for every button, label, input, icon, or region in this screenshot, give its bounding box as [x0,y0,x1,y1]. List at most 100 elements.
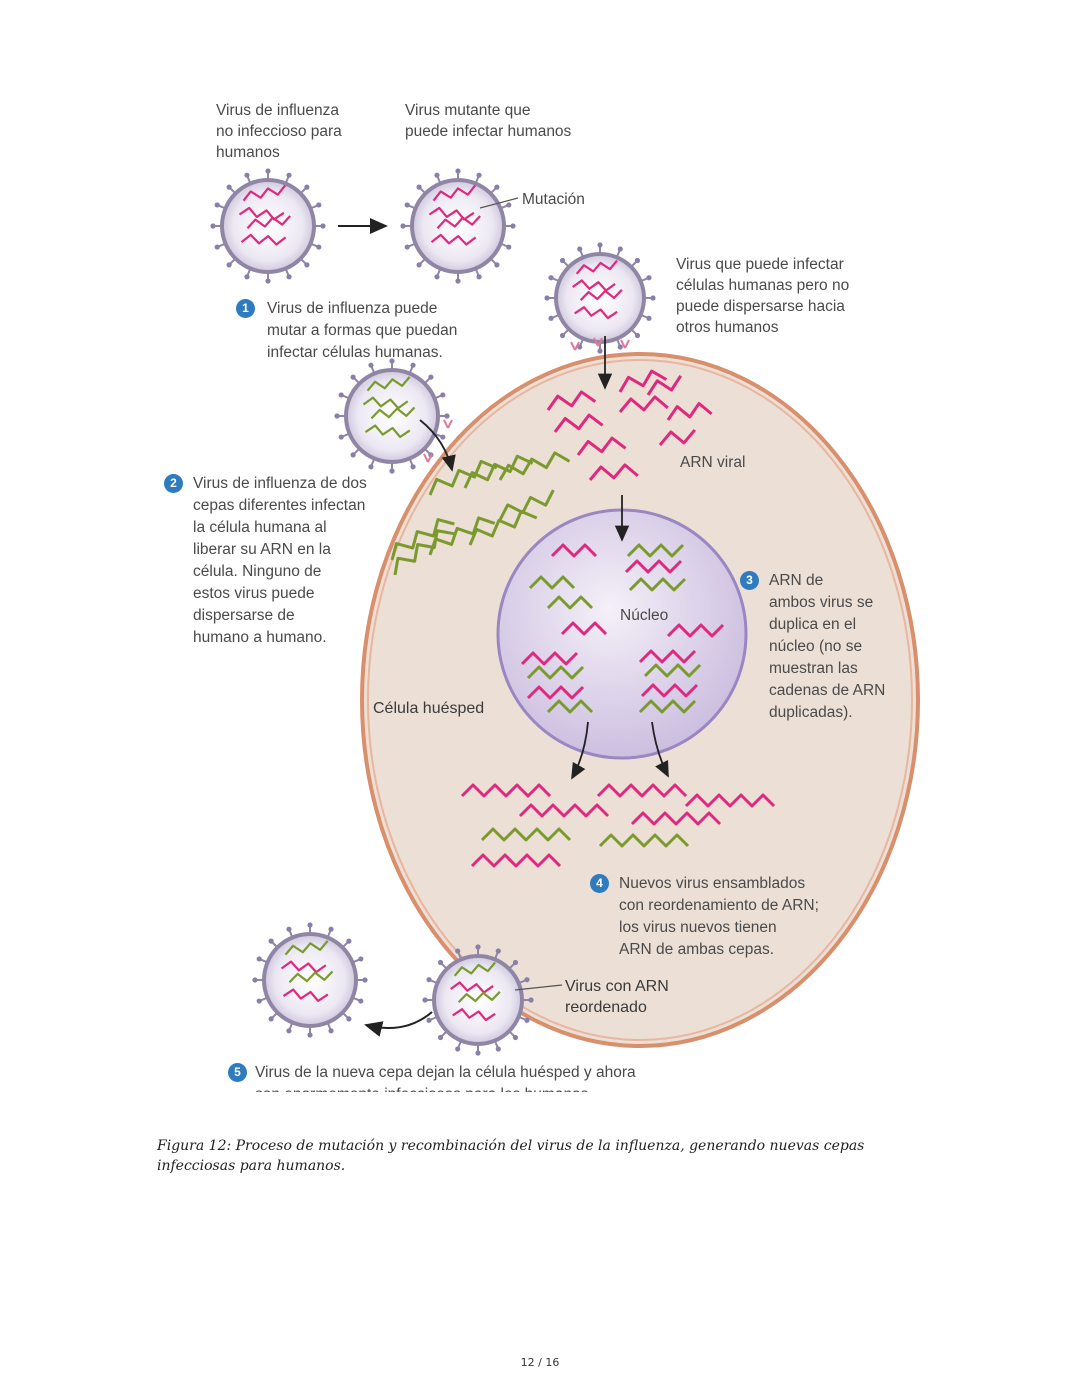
step-3: 3 ARN de ambos virus se duplica en el nú… [740,570,885,724]
rna-strand [598,833,690,848]
virus-reassorted [422,944,534,1056]
step-1-badge: 1 [236,299,255,318]
step-1-text: Virus de influenza puede mutar a formas … [267,300,458,361]
rna-strand [390,518,455,561]
rna-strand [596,783,688,798]
virus-rna [238,206,285,221]
step-3-text: ARN de ambos virus se duplica en el núcl… [769,572,886,721]
rna-strand [498,489,555,521]
step-2-badge: 2 [164,474,183,493]
step-5: 5 Virus de la nueva cepa dejan la célula… [228,1062,636,1092]
virus-rna [282,988,329,1003]
virus-green-strain [334,358,450,474]
rna-strand [576,436,627,456]
label-viral-rna: ARN viral [680,454,746,471]
virus-mutant [400,168,516,284]
rna-strand [463,454,534,489]
step-1: 1 Virus de influenza puede mutar a forma… [236,298,457,364]
step-3-badge: 3 [740,571,759,590]
virus-rna [364,424,411,439]
rna-strand [630,811,722,826]
rna-strand [546,699,594,714]
influenza-reassortment-diagram [210,168,920,1056]
rna-strand [684,793,776,808]
virus-rna [457,991,501,1003]
step-5-badge: 5 [228,1063,247,1082]
virus-rna [452,1008,496,1022]
mutation-pointer [479,197,519,209]
rna-strand [526,685,585,700]
rna-strand [393,529,455,576]
virus-rna [288,970,334,984]
rna-strand [498,451,571,481]
rna-strand [628,577,687,592]
label-host-cell: Célula huésped [373,700,485,717]
figure-caption: Figura 12: Proceso de mutación y recombi… [157,1138,865,1174]
rna-strand [624,559,683,574]
exit-arrow [364,1011,433,1037]
virus-infects-no-spread [544,242,656,354]
rna-strand [518,803,610,818]
virus-rna [574,306,618,320]
step-5-text: Virus de la nueva cepa dejan la célula h… [255,1064,636,1092]
rna-strand [643,663,702,678]
rna-strand [666,623,725,638]
rna-strand [646,374,682,396]
virus-new-strain-released [252,922,368,1038]
virus-rna [575,259,618,275]
rna-strand [546,390,597,411]
virus-rna [572,279,616,292]
virus-rna [280,960,327,974]
virus-rna [362,396,409,410]
step-4: 4 Nuevos virus ensamblados con reordenam… [590,873,819,961]
nucleus-exit-arrow-left [571,721,589,780]
rna-strand [546,595,594,610]
rna-strand [460,783,552,798]
rna-strand [640,683,699,698]
virus-rna [453,961,496,977]
rna-strand [638,649,697,664]
rna-strand [588,463,639,481]
rna-strand [553,413,604,433]
virus-rna [428,206,475,221]
label-reassorted-virus: Virus con ARN reordenado [565,978,669,1016]
rna-strand [560,621,608,636]
step-2: 2 Virus de influenza de dos cepas difere… [164,473,367,649]
rna-strand [618,395,669,413]
rna-strand [638,699,697,714]
virus-rna [284,940,329,956]
virus-rna [240,233,287,246]
page-number: 12 / 16 [520,1356,560,1369]
virus-rna [579,289,623,301]
rna-strand [666,402,713,421]
virus-rna [242,184,287,202]
step-4-badge: 4 [590,874,609,893]
rna-strand [470,853,562,868]
step-2-text: Virus de influenza de dos cepas diferent… [193,475,367,646]
receptors [423,337,630,463]
entry-arrow-2 [419,419,456,472]
rna-strand [428,459,498,496]
step-4-text: Nuevos virus ensamblados con reordenamie… [619,875,819,958]
virus-non-infectious [210,168,326,284]
virus-rna [436,215,481,230]
rna-strand [618,369,668,393]
label-non-infectious-virus: Virus de influenza no infeccioso para hu… [216,102,342,161]
label-mutation: Mutación [522,191,585,208]
virus-rna [246,215,291,230]
rna-strand [658,428,696,446]
virus-rna [366,376,411,392]
rna-strand [626,543,685,558]
reassorted-pointer [514,984,563,991]
rna-strand [550,543,598,558]
label-nucleus: Núcleo [620,607,669,624]
virus-rna [432,184,477,202]
rna-strand [520,651,579,666]
virus-rna [450,981,494,994]
rna-strand [480,827,572,842]
nucleus-exit-arrow-right [651,721,669,778]
label-mutant-virus: Virus mutante que puede infectar humanos [405,102,572,140]
rna-strand [526,665,585,680]
rna-strand [528,575,576,590]
virus-rna [430,233,477,246]
